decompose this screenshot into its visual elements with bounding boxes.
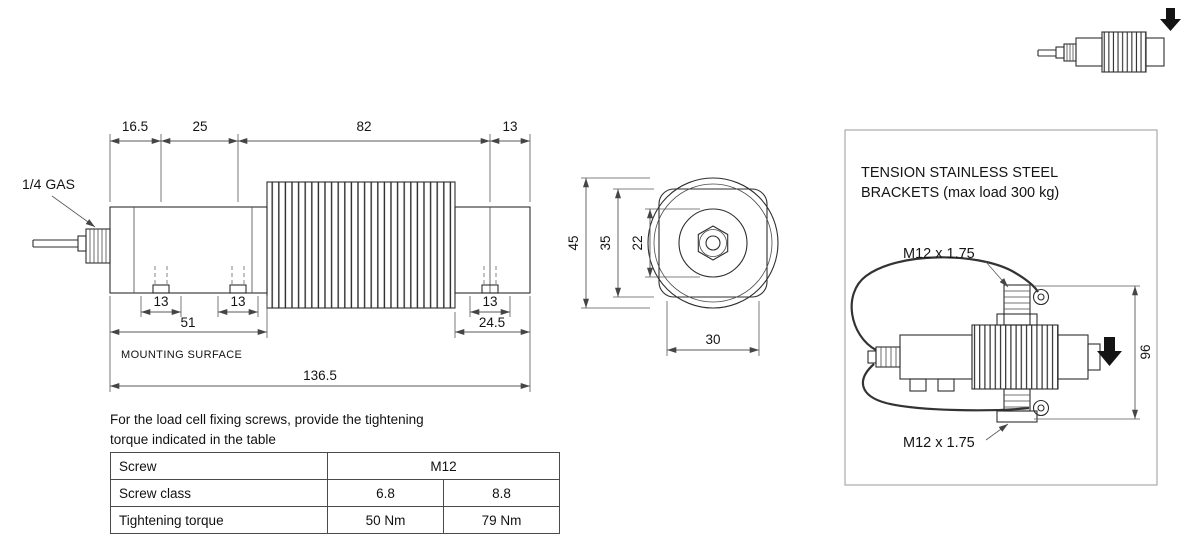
gas-label: 1/4 GAS — [22, 176, 75, 192]
table-row-tightening-torque: Tightening torque 50 Nm 79 Nm — [110, 506, 560, 534]
dim-13-top: 13 — [502, 119, 517, 134]
table-row-screw: Screw M12 — [110, 452, 560, 480]
cable — [32, 235, 87, 252]
dim-45: 45 — [566, 235, 581, 250]
load-cell-side-view: 1/4 GAS 16.5 25 82 13 13 13 13 5 — [22, 119, 531, 392]
dim-136-5: 136.5 — [303, 368, 337, 383]
dim-22: 22 — [630, 235, 645, 250]
bottom-dimension-chain: 13 13 13 51 24.5 136.5 MOUNTING SURFACE — [109, 294, 531, 392]
dim-82: 82 — [356, 119, 371, 134]
bracket-assembly — [850, 256, 1101, 423]
ring-terminal-bottom — [1032, 399, 1050, 417]
body-cross-section — [658, 188, 768, 298]
thread-leader-bottom — [985, 423, 1009, 441]
table-cell-label: Screw — [110, 452, 328, 480]
threaded-connector — [85, 228, 111, 264]
table-cell-label: Screw class — [110, 479, 328, 507]
left-body-small — [899, 334, 973, 380]
table-cell-value: 50 Nm — [327, 506, 444, 534]
dim-13-hole-left: 13 — [153, 294, 168, 309]
hex-nut — [697, 225, 729, 261]
dim-96: 96 — [1138, 344, 1153, 359]
table-row-screw-class: Screw class 6.8 8.8 — [110, 479, 560, 507]
bracket-panel: TENSION STAINLESS STEEL BRACKETS (max lo… — [844, 129, 1158, 486]
table-cell-label: Tightening torque — [110, 506, 328, 534]
dim-35: 35 — [598, 235, 613, 250]
bellows — [266, 181, 456, 309]
dim-16-5: 16.5 — [122, 119, 148, 134]
note-line1: For the load cell fixing screws, provide… — [110, 412, 424, 427]
load-cell-end-view: 45 35 22 30 — [566, 177, 779, 356]
panel-title-line2: BRACKETS (max load 300 kg) — [861, 185, 1059, 201]
cable-loop-top — [850, 256, 1039, 351]
dim-30: 30 — [705, 332, 720, 347]
dim-13-hole-mid: 13 — [230, 294, 245, 309]
table-cell-value: 8.8 — [443, 479, 560, 507]
end-view-dimensions: 45 35 22 30 — [566, 177, 760, 356]
fixing-hole-boss — [152, 284, 170, 294]
top-dimension-chain: 16.5 25 82 13 — [109, 119, 531, 202]
thread-label-bottom: M12 x 1.75 — [903, 435, 975, 451]
cable-loop-bottom — [861, 363, 1030, 412]
right-body — [454, 206, 531, 294]
table-cell-value: M12 — [327, 452, 560, 480]
table-cell-value: 79 Nm — [443, 506, 560, 534]
fixing-hole-boss — [229, 284, 247, 294]
boss-circle — [678, 208, 748, 278]
bellows-outer-circle — [647, 177, 779, 309]
panel-title-line1: TENSION STAINLESS STEEL — [861, 165, 1058, 181]
fixing-screws-note: For the load cell fixing screws, provide… — [110, 410, 424, 450]
table-cell-value: 6.8 — [327, 479, 444, 507]
ring-terminal-top — [1032, 288, 1050, 306]
dim-24-5: 24.5 — [479, 315, 505, 330]
mounting-surface-label: MOUNTING SURFACE — [121, 349, 242, 361]
gas-leader-line — [51, 195, 96, 228]
dim-25: 25 — [192, 119, 207, 134]
thumbnail-load-arrow — [1160, 8, 1181, 31]
panel-border — [844, 129, 1158, 486]
thread-label-top: M12 x 1.75 — [903, 246, 975, 262]
dim-13-hole-right: 13 — [482, 294, 497, 309]
right-body-small — [1057, 334, 1089, 380]
fixing-hole-boss — [481, 284, 499, 294]
thumbnail-icon — [1037, 8, 1181, 73]
thread-leader-top — [985, 261, 1009, 288]
left-body — [109, 206, 268, 294]
gas-callout: 1/4 GAS — [22, 176, 96, 228]
load-direction-arrow — [1097, 337, 1122, 366]
tightening-torque-table: Screw M12 Screw class 6.8 8.8 Tightening… — [110, 452, 560, 534]
note-line2: torque indicated in the table — [110, 432, 276, 447]
dim-51: 51 — [180, 315, 195, 330]
